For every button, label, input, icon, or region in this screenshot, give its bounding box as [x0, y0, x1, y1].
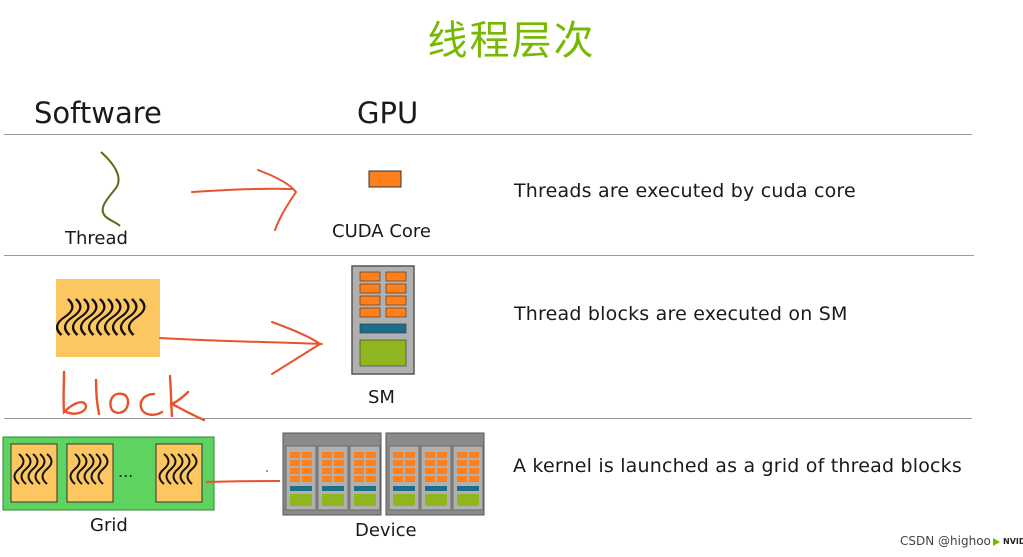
watermark: CSDN @highoo: [900, 534, 991, 548]
divider-row2: [4, 418, 972, 419]
description-row3: A kernel is launched as a grid of thread…: [513, 455, 962, 477]
grid-block-2: [66, 443, 114, 503]
sm-label: SM: [368, 387, 395, 408]
description-row2: Thread blocks are executed on SM: [514, 303, 848, 325]
sm-icon: [351, 265, 415, 375]
thread-squiggle: [100, 151, 121, 227]
device-label: Device: [355, 520, 417, 541]
description-row1: Threads are executed by cuda core: [514, 180, 856, 202]
divider-row1: [4, 255, 974, 256]
arrow-row3: [205, 480, 281, 483]
arrow-row2: [159, 321, 323, 375]
divider-header: [4, 134, 972, 135]
cuda-core-icon: [368, 170, 402, 188]
page-title: 线程层次: [427, 18, 596, 64]
thread-block-icon: [56, 279, 160, 357]
gpu-column-header: GPU: [357, 96, 419, 130]
block-handwriting: [62, 370, 206, 422]
grid-block-3: [155, 443, 203, 503]
grid-ellipsis: ...: [118, 462, 134, 481]
nvidia-logo-icon: [990, 535, 1023, 549]
logo-text: NVID: [1003, 537, 1023, 546]
arrow-row1: [191, 169, 298, 231]
software-column-header: Software: [34, 96, 162, 130]
device-icon: [282, 432, 485, 516]
cuda-core-label: CUDA Core: [332, 221, 431, 242]
grid-block-1: [10, 443, 58, 503]
thread-label: Thread: [65, 228, 128, 249]
grid-label: Grid: [90, 515, 128, 536]
